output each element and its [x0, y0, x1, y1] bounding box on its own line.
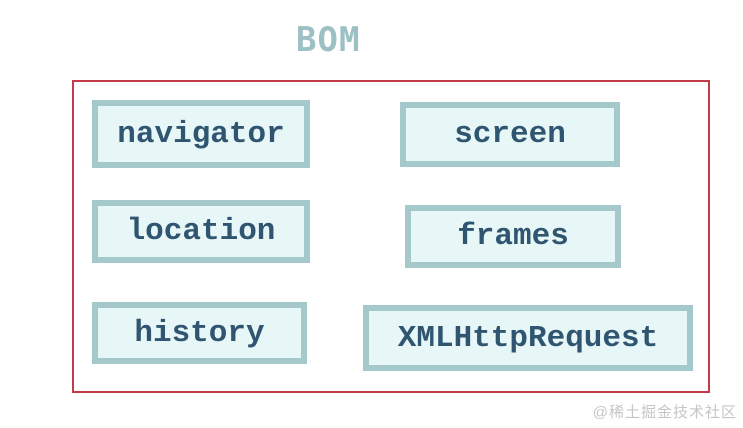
bom-box-screen-label: screen — [454, 117, 566, 152]
bom-box-location: location — [92, 200, 310, 263]
bom-box-frames-label: frames — [457, 219, 569, 254]
bom-box-frames: frames — [405, 205, 621, 268]
bom-box-xmlhttprequest: XMLHttpRequest — [363, 305, 693, 371]
diagram-title: BOM — [296, 20, 361, 60]
bom-box-navigator: navigator — [92, 100, 310, 168]
bom-box-location-label: location — [126, 214, 276, 249]
bom-box-navigator-label: navigator — [117, 116, 285, 152]
bom-box-history: history — [92, 302, 307, 364]
bom-container-frame — [72, 80, 710, 393]
bom-box-screen: screen — [400, 102, 620, 167]
bom-box-xmlhttprequest-label: XMLHttpRequest — [397, 320, 659, 356]
watermark: @稀土掘金技术社区 — [592, 404, 737, 421]
bom-box-history-label: history — [134, 315, 265, 351]
